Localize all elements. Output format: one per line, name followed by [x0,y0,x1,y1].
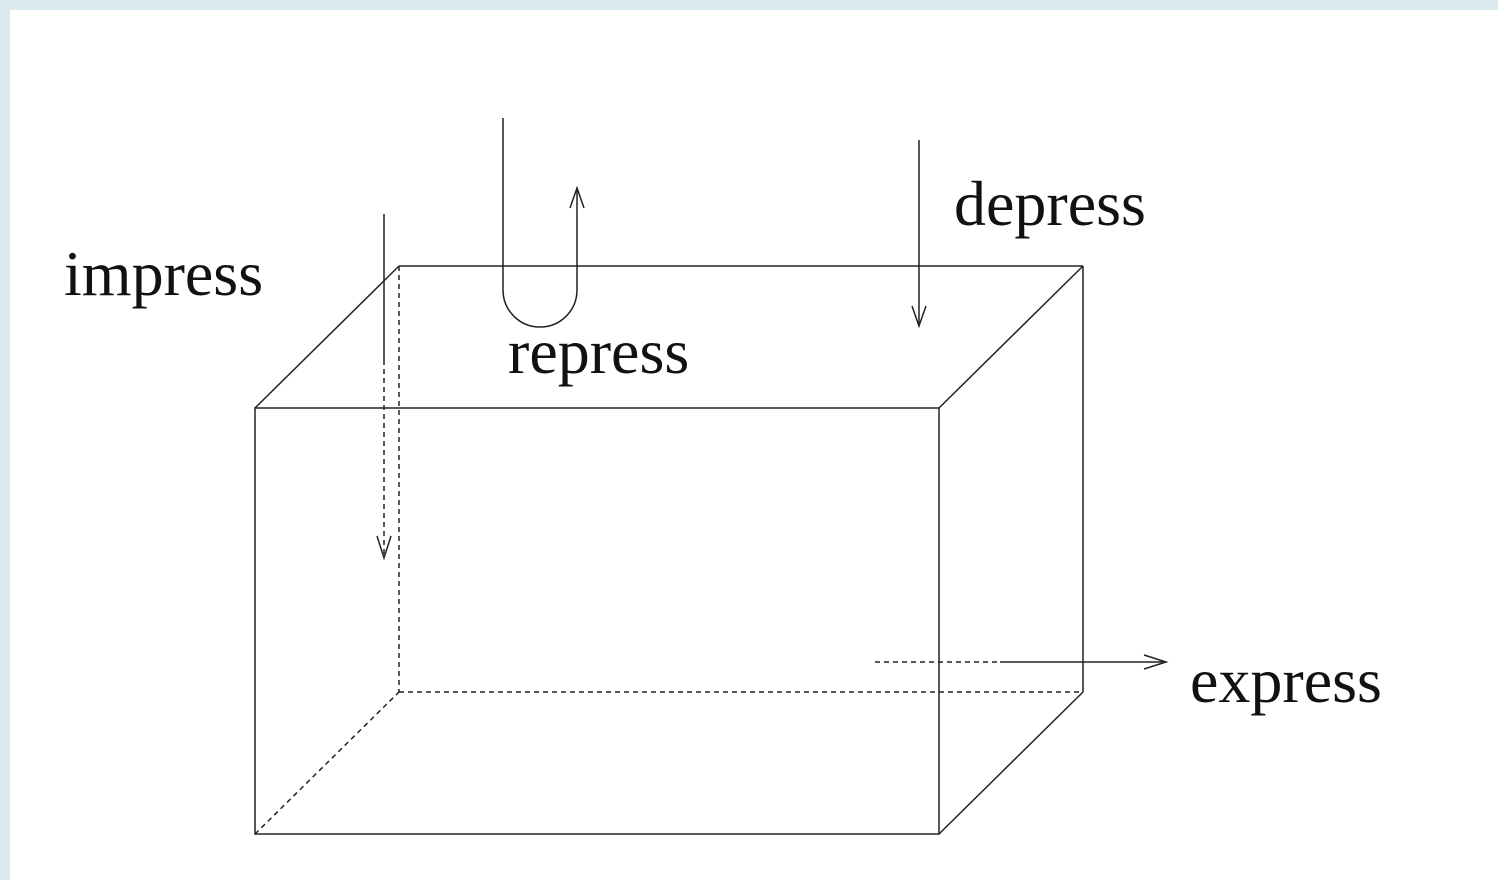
box-top-left-edge [254,265,400,409]
depress-arrow-head [911,305,927,329]
box-front-face [254,407,940,835]
express-arrow-head [1143,654,1169,670]
repress-label: repress [508,316,689,387]
depress-label: depress [954,168,1146,239]
repress-arrow-path [502,118,578,328]
impress-label: impress [64,238,263,309]
box-top-right-edge [938,265,1084,409]
impress-arrow-head [376,535,392,561]
box-bottom-right-edge [938,691,1084,835]
box-hidden-bottom-left-edge [254,691,400,835]
diagram-panel [10,10,1498,880]
express-label: express [1190,645,1382,716]
repress-arrow-head [569,185,585,209]
